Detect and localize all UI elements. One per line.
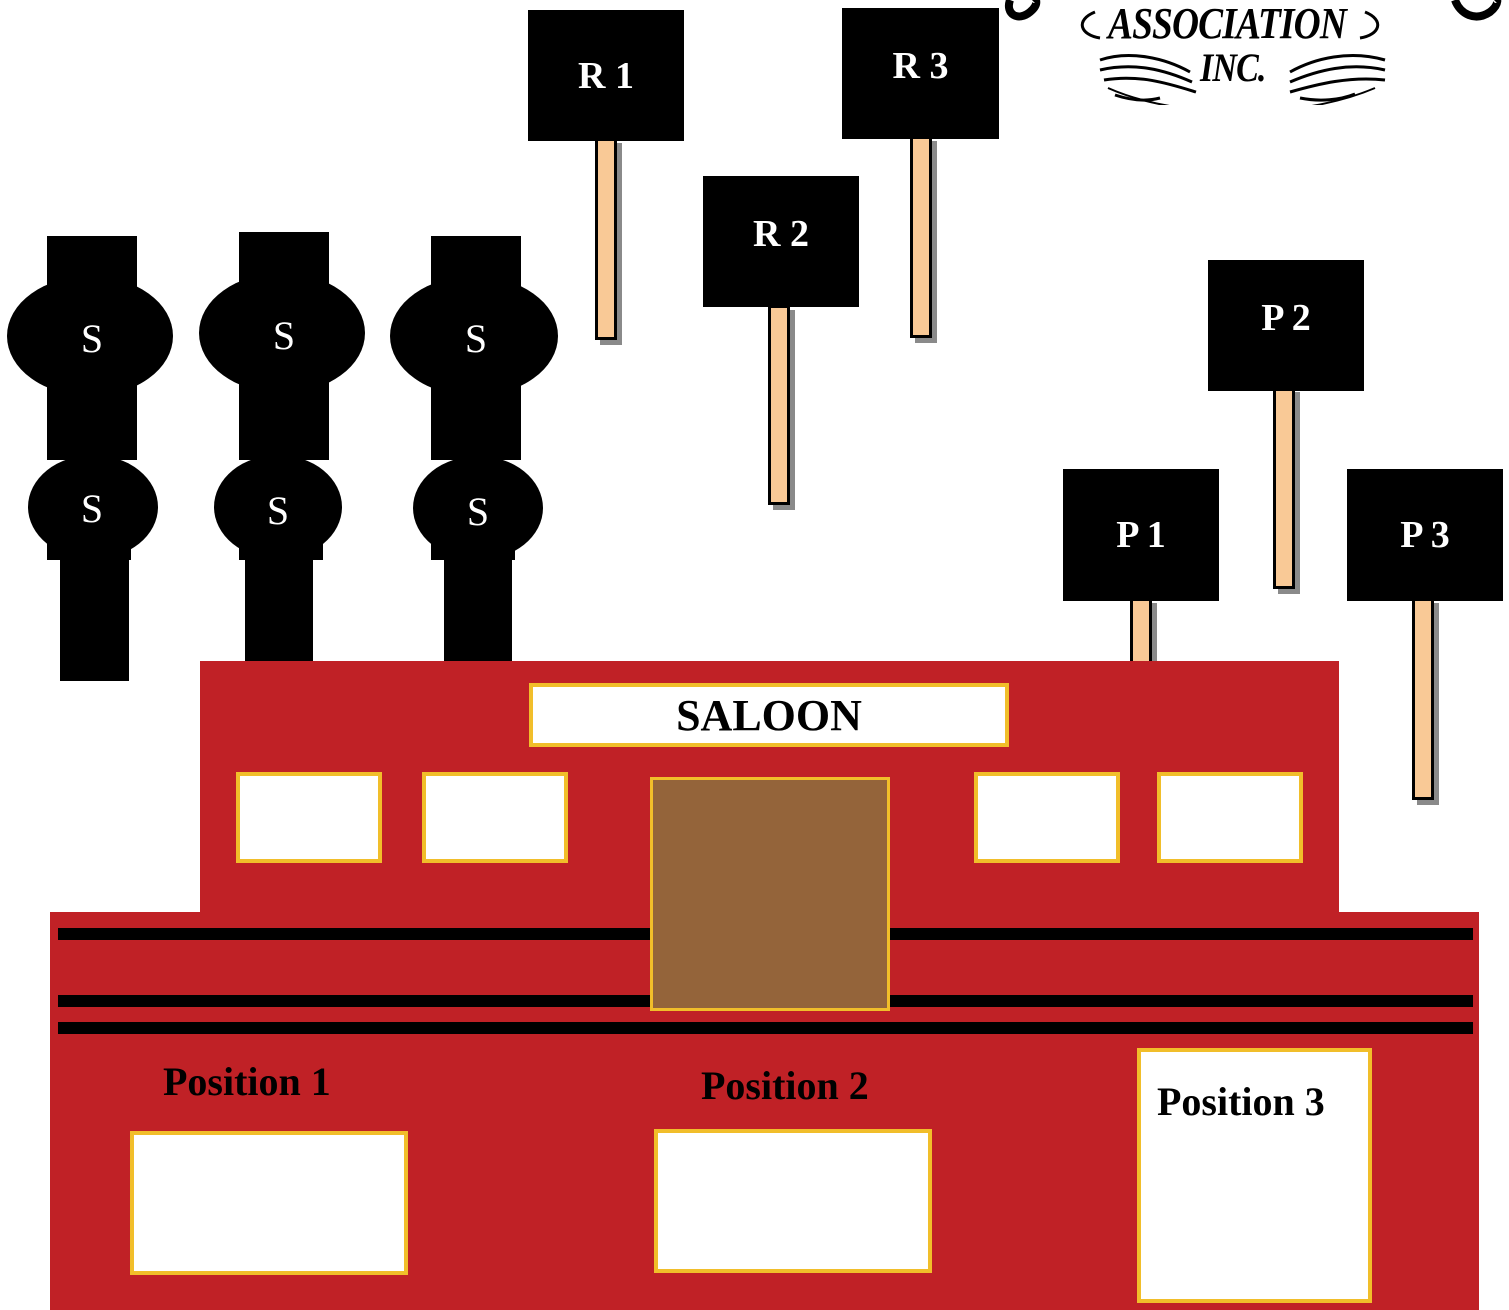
position-2-label: Position 2 xyxy=(701,1063,869,1108)
target-1-top-label: S xyxy=(80,316,104,361)
sign-post-r1 xyxy=(595,138,617,340)
sign-post-p1 xyxy=(1130,598,1152,668)
target-2 xyxy=(199,232,365,665)
logo: ASSOCIATION INC. xyxy=(1000,0,1509,105)
sign-p2: P 2 xyxy=(1208,260,1364,391)
target-2-bottom-label: S xyxy=(266,488,290,533)
saloon-window-4 xyxy=(1157,772,1303,863)
sign-r3: R 3 xyxy=(842,8,999,139)
sign-post-r3 xyxy=(910,136,932,338)
target-1 xyxy=(7,236,173,681)
saloon-sign: SALOON xyxy=(529,683,1009,747)
position-3-box: Position 3 xyxy=(1137,1048,1372,1303)
sign-r2: R 2 xyxy=(703,176,859,307)
sign-post-p3 xyxy=(1412,598,1434,800)
sign-post-r2 xyxy=(768,305,790,505)
target-2-top-label: S xyxy=(272,313,296,358)
position-1-label: Position 1 xyxy=(163,1059,331,1104)
sign-p3: P 3 xyxy=(1347,469,1503,601)
logo-line-1: ASSOCIATION xyxy=(1108,0,1347,48)
logo-line-2: INC. xyxy=(1200,45,1266,90)
saloon-window-1 xyxy=(236,772,382,863)
hitching-rail-3 xyxy=(58,1022,1473,1034)
saloon-window-3 xyxy=(974,772,1120,863)
saloon-door xyxy=(650,777,890,1011)
target-3-top-label: S xyxy=(464,316,488,361)
sign-r1: R 1 xyxy=(528,10,684,141)
position-3-label: Position 3 xyxy=(1157,1079,1325,1124)
target-3-bottom-label: S xyxy=(466,489,490,534)
target-1-bottom-label: S xyxy=(80,486,104,531)
logo-ornament xyxy=(1004,0,1502,105)
target-3 xyxy=(390,236,558,665)
saloon-window-2 xyxy=(422,772,568,863)
position-1-box xyxy=(130,1131,408,1275)
position-2-box xyxy=(654,1129,932,1273)
sign-post-p2 xyxy=(1273,387,1295,589)
target-silhouettes xyxy=(7,232,558,681)
sign-p1: P 1 xyxy=(1063,469,1219,601)
